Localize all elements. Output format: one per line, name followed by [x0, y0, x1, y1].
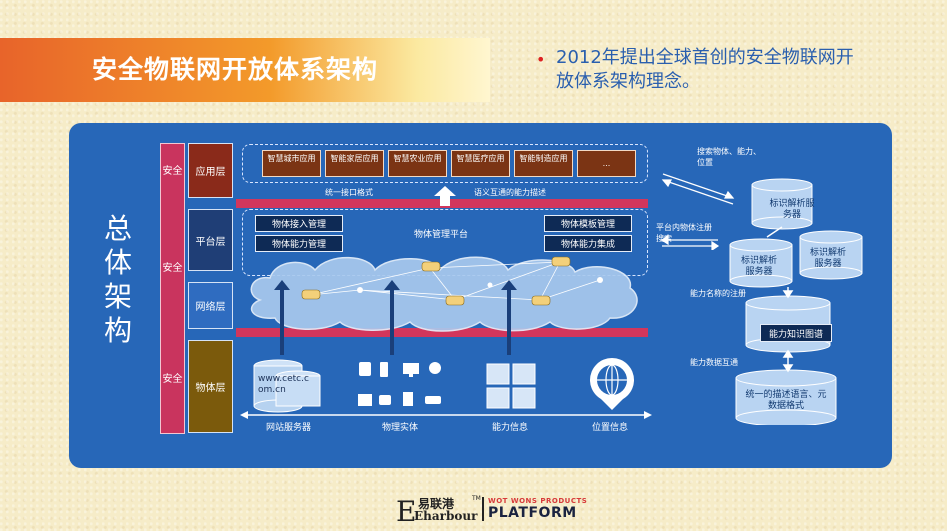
platform-capability-integration: 物体能力集成 [544, 235, 632, 252]
separator-bar-network [236, 328, 648, 337]
network-cloud [250, 256, 638, 332]
platform-word: PLATFORM [488, 505, 577, 521]
brand-letter: E [396, 495, 417, 528]
security-label-1: 安全 [162, 166, 183, 177]
resolver-server-1: 标识解析服务器 [769, 199, 815, 220]
layer-application: 应用层 [188, 143, 233, 198]
app-smart-city: 智慧城市应用 [262, 150, 321, 177]
app-smart-medical: 智慧医疗应用 [451, 150, 510, 177]
location-globe-icon [590, 358, 634, 410]
label-capability-info: 能力信息 [492, 423, 529, 433]
caption-unified-interface: 统一接口格式 [325, 188, 373, 197]
security-label-2: 安全 [162, 263, 183, 274]
app-smart-agriculture: 智慧农业应用 [388, 150, 447, 177]
security-column [160, 143, 185, 434]
website-server-icon [253, 359, 321, 413]
label-website-server: 网站服务器 [266, 423, 312, 433]
resolver-server-2: 标识解析服务器 [740, 256, 777, 277]
right-label-capability-register: 能力名称的注册 [690, 289, 746, 298]
app-smart-manufacturing: 智能制造应用 [514, 150, 573, 177]
trademark: TM [472, 495, 481, 502]
layer-object: 物体层 [188, 340, 233, 433]
label-physical-entity: 物理实体 [382, 423, 419, 433]
layer-platform: 平台层 [188, 209, 233, 271]
unified-description-label: 统一的描述语言、元数据格式 [745, 390, 827, 411]
label-location-info: 位置信息 [592, 423, 629, 433]
capability-puzzle-icon [486, 363, 536, 409]
products-line: WOT WONS PRODUCTS [488, 497, 588, 505]
up-arrows-network [274, 280, 517, 355]
app-smart-home: 智能家居应用 [325, 150, 384, 177]
right-arrows [660, 173, 735, 250]
right-label-search: 搜索物体、能力、位置 [697, 147, 761, 167]
right-label-data-interop: 能力数据互通 [690, 358, 738, 367]
title-banner [0, 38, 490, 102]
platform-template-mgmt: 物体模板管理 [544, 215, 632, 232]
big-label-char-4: 构 [103, 314, 132, 347]
layer-network: 网络层 [188, 282, 233, 329]
platform-object-access: 物体接入管理 [255, 215, 343, 232]
brand-cn: 易联港 [418, 497, 455, 511]
app-layer-dashed-box [242, 144, 648, 183]
platform-object-capability: 物体能力管理 [255, 235, 343, 252]
knowledge-graph-box: 能力知识图谱 [760, 324, 832, 342]
big-label-char-2: 体 [103, 246, 132, 279]
page-title: 安全物联网开放体系架构 [92, 55, 379, 84]
brand-en: Eharbour [414, 509, 478, 523]
big-label-char-1: 总 [103, 212, 132, 245]
resolver-server-3: 标识解析服务器 [809, 248, 846, 269]
caption-semantic-capability: 语义互通的能力描述 [474, 188, 546, 197]
bottom-double-arrow [240, 411, 652, 419]
platform-center-label: 物体管理平台 [414, 230, 469, 240]
app-more: ... [577, 150, 636, 177]
divider-line [482, 497, 484, 521]
security-label-3: 安全 [162, 374, 183, 385]
up-arrow-icon [434, 186, 456, 206]
footer-logo: E 易联港 Eharbour TM WOT WONS PRODUCTS PLAT… [390, 493, 590, 528]
bullet-text: 2012年提出全球首创的安全物联网开放体系架构理念。 [556, 47, 854, 92]
website-url: www.cetc.c om.cn [258, 374, 309, 395]
big-label-char-3: 架 [103, 280, 132, 313]
bullet-icon: • [536, 50, 546, 69]
physical-devices-icon [358, 362, 441, 406]
